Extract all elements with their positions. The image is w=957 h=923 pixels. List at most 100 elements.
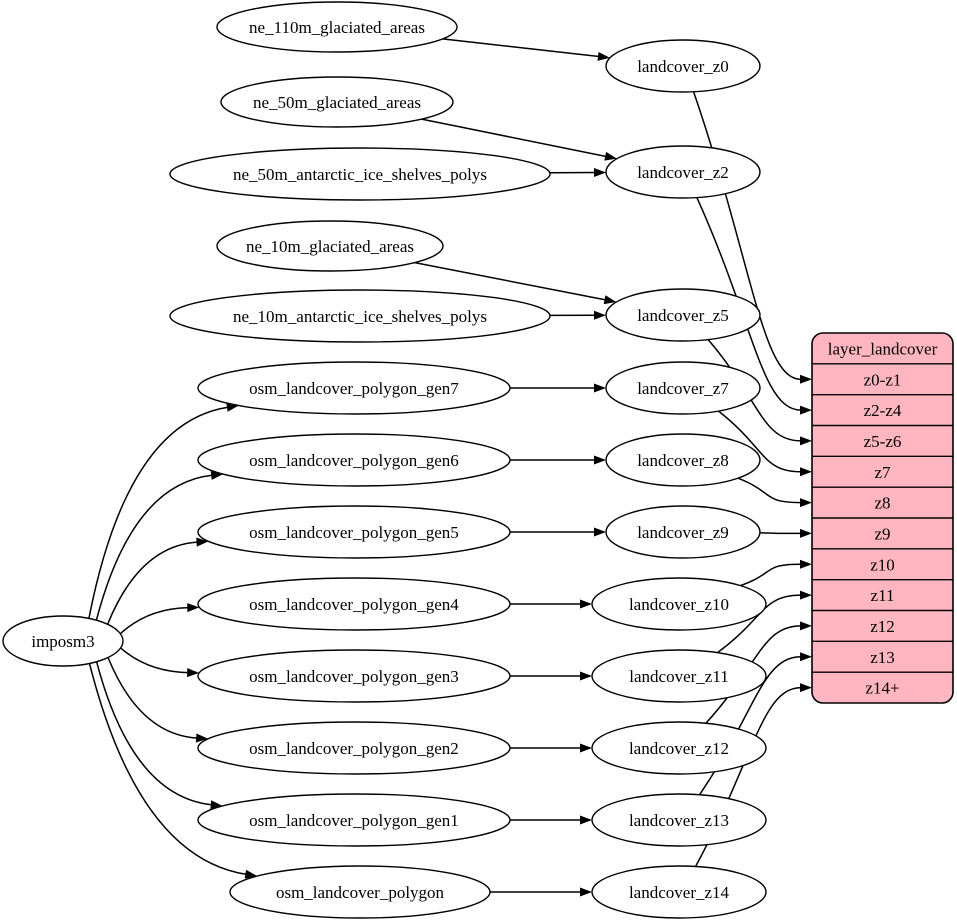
node-label: osm_landcover_polygon_gen7	[249, 379, 459, 398]
arrowhead-icon	[800, 590, 812, 600]
node-ellipse	[197, 649, 511, 703]
node-ellipse	[591, 577, 767, 631]
arrowhead-icon	[210, 800, 223, 810]
node-ellipse	[216, 220, 444, 272]
edge-osm_landcover_polygon_gen6-to-landcover_z8	[510, 455, 606, 465]
edge-osm_landcover_polygon_gen4-to-landcover_z10	[510, 599, 592, 609]
arrowhead-icon	[594, 527, 606, 537]
arrowhead-icon	[594, 455, 606, 465]
table-row-z9: z9	[874, 524, 890, 543]
edge-landcover_z5-to-z5-z6	[707, 339, 812, 446]
edge-imposm3-to-osm_landcover_polygon_gen3	[120, 647, 200, 678]
node-osm_landcover_polygon_gen2: osm_landcover_polygon_gen2	[197, 721, 511, 775]
node-imposm3: imposm3	[2, 615, 124, 667]
edge-osm_landcover_polygon_gen1-to-landcover_z13	[510, 815, 592, 825]
node-ellipse	[605, 288, 761, 342]
table-row-z2-z4: z2-z4	[864, 401, 902, 420]
node-ne_10m_glaciated_areas: ne_10m_glaciated_areas	[216, 220, 444, 272]
arrowhead-icon	[800, 621, 812, 631]
arrowhead-icon	[580, 887, 592, 897]
edge-imposm3-to-osm_landcover_polygon_gen7	[88, 402, 239, 619]
arrowhead-icon	[210, 470, 224, 480]
node-osm_landcover_polygon_gen6: osm_landcover_polygon_gen6	[197, 433, 511, 487]
edge-landcover_z8-to-z8	[737, 477, 812, 508]
edge-ne_50m_antarctic_ice_shelves_polys-to-landcover_z2	[549, 168, 607, 178]
node-ellipse	[591, 793, 767, 847]
edge-ne_110m_glaciated_areas-to-landcover_z0	[442, 38, 610, 61]
edge-imposm3-to-osm_landcover_polygon_gen2	[107, 657, 209, 743]
arrowhead-icon	[593, 310, 607, 320]
table-row-z7: z7	[874, 463, 891, 482]
node-ellipse	[2, 615, 124, 667]
node-label: landcover_z7	[637, 379, 729, 398]
node-osm_landcover_polygon: osm_landcover_polygon	[229, 865, 491, 919]
node-label: ne_110m_glaciated_areas	[249, 18, 425, 37]
node-ne_50m_antarctic_ice_shelves_polys: ne_50m_antarctic_ice_shelves_polys	[169, 147, 551, 201]
arrowhead-icon	[187, 603, 200, 613]
node-ellipse	[169, 289, 551, 343]
node-ellipse	[591, 865, 767, 919]
node-landcover_z8: landcover_z8	[605, 433, 761, 487]
arrowhead-icon	[800, 498, 812, 508]
edge-landcover_z7-to-z7	[718, 410, 812, 477]
node-landcover_z0: landcover_z0	[605, 39, 761, 93]
table-row-z8: z8	[874, 494, 890, 513]
arrowhead-icon	[800, 467, 812, 477]
node-ellipse	[220, 76, 454, 128]
node-ne_50m_glaciated_areas: ne_50m_glaciated_areas	[220, 76, 454, 128]
node-landcover_z14: landcover_z14	[591, 865, 767, 919]
node-label: osm_landcover_polygon_gen4	[249, 595, 459, 614]
node-ne_10m_antarctic_ice_shelves_polys: ne_10m_antarctic_ice_shelves_polys	[169, 289, 551, 343]
node-landcover_z11: landcover_z11	[591, 649, 767, 703]
node-ellipse	[605, 39, 761, 93]
arrowhead-icon	[187, 668, 200, 678]
arrowhead-icon	[800, 436, 812, 446]
node-osm_landcover_polygon_gen4: osm_landcover_polygon_gen4	[197, 577, 511, 631]
edges-layer	[88, 38, 812, 897]
arrowhead-icon	[580, 671, 592, 681]
edge-imposm3-to-osm_landcover_polygon	[88, 663, 258, 879]
table-row-z14+: z14+	[865, 679, 899, 698]
node-ellipse	[197, 721, 511, 775]
edge-osm_landcover_polygon_gen3-to-landcover_z11	[510, 671, 592, 681]
node-ellipse	[605, 361, 761, 415]
node-landcover_z13: landcover_z13	[591, 793, 767, 847]
node-ne_110m_glaciated_areas: ne_110m_glaciated_areas	[216, 1, 458, 53]
edge-ne_50m_glaciated_areas-to-landcover_z2	[421, 118, 617, 161]
edge-imposm3-to-osm_landcover_polygon_gen1	[95, 661, 223, 810]
node-landcover_z10: landcover_z10	[591, 577, 767, 631]
arrowhead-icon	[196, 537, 209, 547]
edge-landcover_z2-to-z2-z4	[696, 197, 812, 415]
arrowhead-icon	[594, 383, 606, 393]
node-ellipse	[197, 793, 511, 847]
arrowhead-icon	[800, 652, 812, 662]
node-landcover_z9: landcover_z9	[605, 505, 761, 559]
node-landcover_z12: landcover_z12	[591, 721, 767, 775]
node-label: imposm3	[31, 632, 94, 651]
arrowhead-icon	[195, 733, 209, 743]
node-label: landcover_z13	[629, 811, 729, 830]
edge-ne_10m_glaciated_areas-to-landcover_z5	[414, 261, 617, 305]
node-label: ne_50m_glaciated_areas	[253, 93, 421, 112]
node-label: landcover_z2	[637, 163, 729, 182]
node-ellipse	[229, 865, 491, 919]
node-label: osm_landcover_polygon_gen6	[249, 451, 459, 470]
table-row-z0-z1: z0-z1	[864, 370, 902, 389]
arrowhead-icon	[603, 295, 617, 305]
node-label: osm_landcover_polygon_gen1	[249, 811, 459, 830]
edge-ne_10m_antarctic_ice_shelves_polys-to-landcover_z5	[549, 310, 607, 320]
edge-imposm3-to-osm_landcover_polygon_gen6	[95, 470, 224, 621]
node-ellipse	[605, 505, 761, 559]
table-row-z10: z10	[870, 555, 895, 574]
node-label: landcover_z5	[637, 306, 729, 325]
node-label: ne_10m_antarctic_ice_shelves_polys	[233, 307, 487, 326]
node-ellipse	[197, 361, 511, 415]
arrowhead-icon	[800, 559, 812, 569]
edge-landcover_z9-to-z9	[759, 528, 812, 538]
node-label: landcover_z12	[629, 739, 729, 758]
node-ellipse	[605, 145, 761, 199]
edge-landcover_z12-to-z12	[705, 621, 812, 724]
edge-osm_landcover_polygon_gen2-to-landcover_z12	[510, 743, 592, 753]
node-landcover_z5: landcover_z5	[605, 288, 761, 342]
